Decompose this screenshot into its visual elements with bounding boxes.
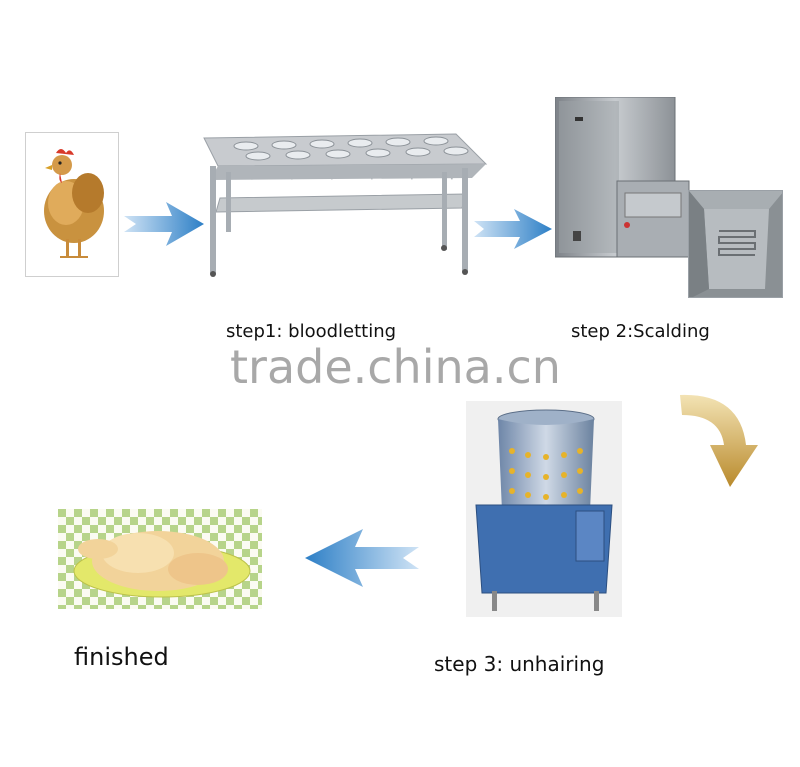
arrow-right-icon	[124, 202, 204, 246]
bloodletting-table-photo	[196, 128, 488, 278]
finished-chicken-photo	[58, 509, 262, 609]
step3-label: step 3: unhairing	[434, 652, 605, 676]
unhairing-machine-photo	[466, 401, 622, 617]
step2-label: step 2:Scalding	[571, 321, 710, 342]
finished-label: finished	[74, 643, 169, 671]
arrow-left-icon	[305, 529, 419, 587]
step1-label: step1: bloodletting	[226, 321, 397, 342]
scalding-tank-interior-photo	[688, 190, 783, 298]
scalding-machine-photo	[555, 97, 690, 262]
watermark: trade.china.cn	[230, 340, 561, 394]
chicken-photo	[25, 132, 119, 277]
curved-arrow-down-icon	[680, 394, 758, 487]
arrow-right-icon	[474, 209, 552, 249]
